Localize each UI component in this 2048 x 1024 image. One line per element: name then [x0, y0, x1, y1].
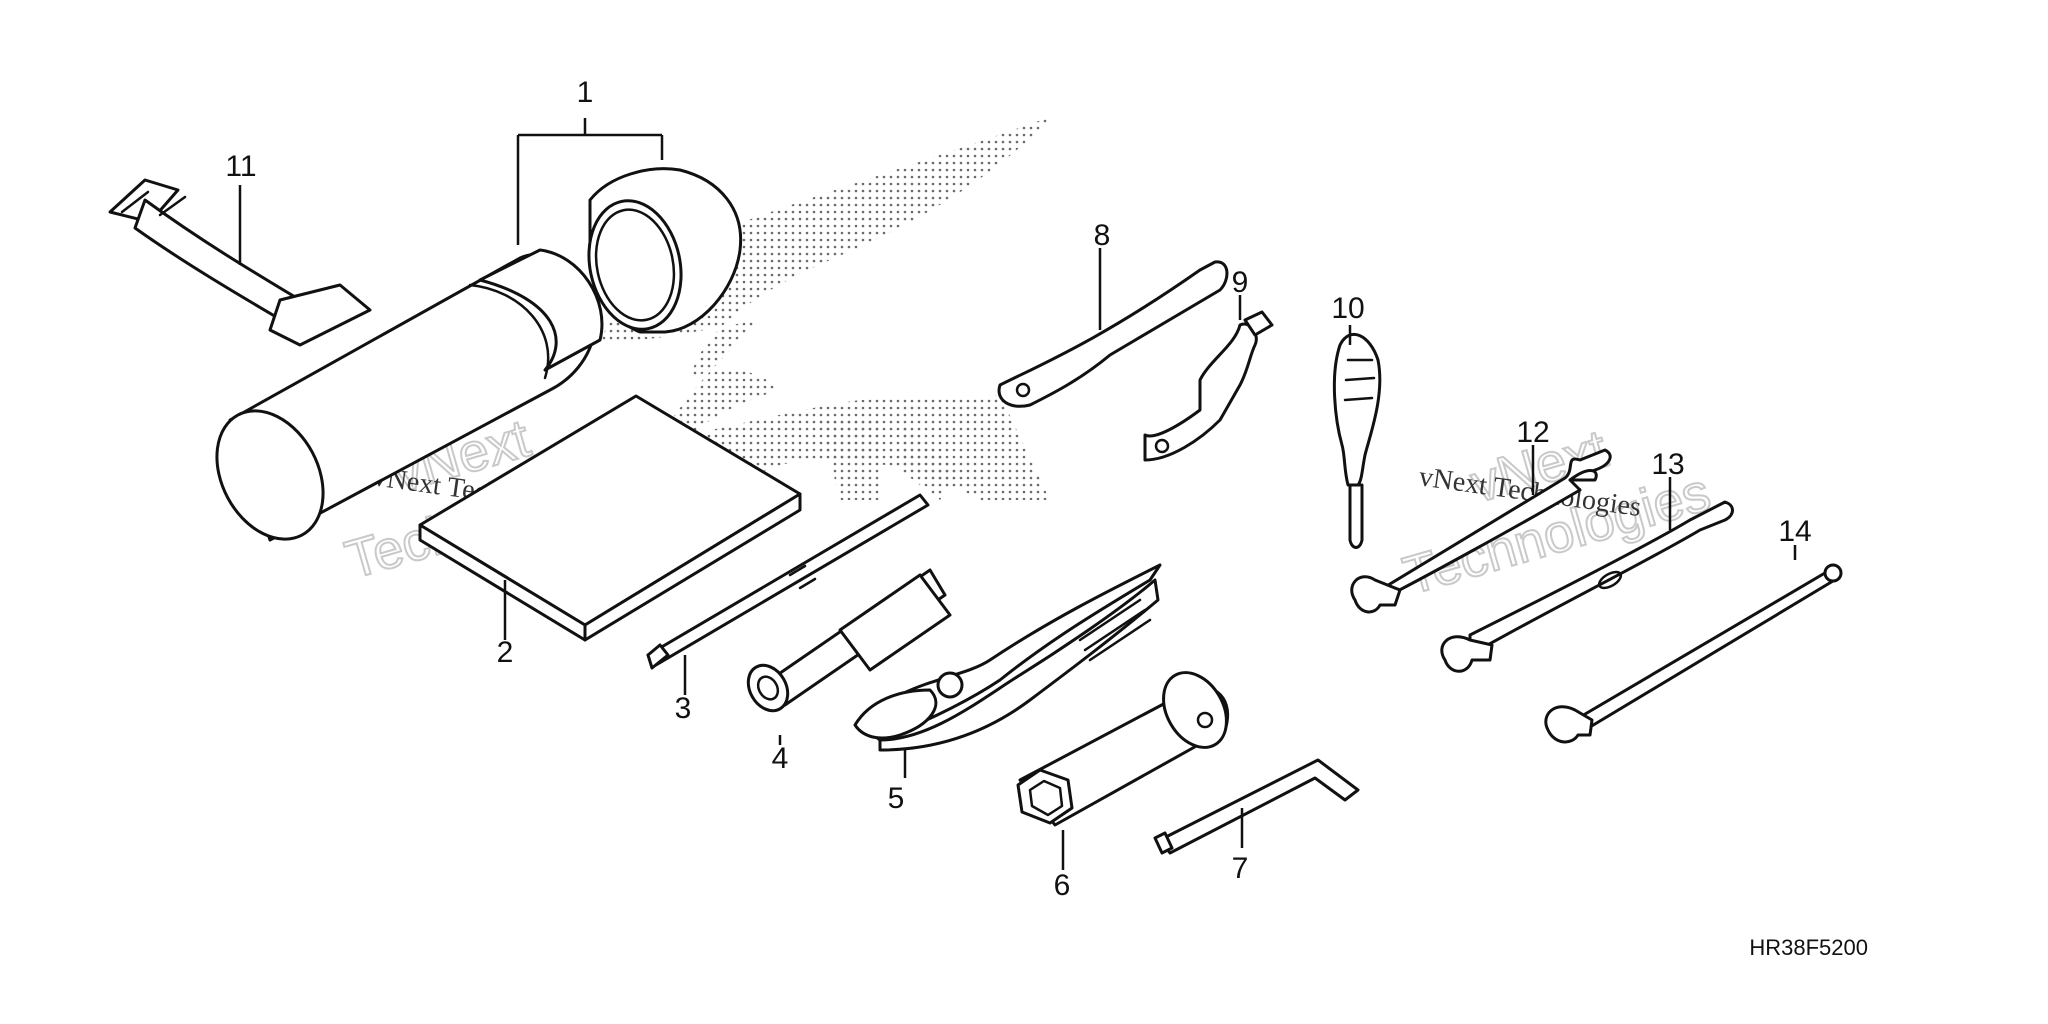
- callout-11: 11: [225, 150, 256, 183]
- strap-part: [108, 178, 372, 347]
- callout-8: 8: [1094, 219, 1111, 252]
- tool-case-part: [215, 248, 604, 542]
- callout-13: 13: [1651, 448, 1684, 481]
- pin-spanner-part: [997, 260, 1229, 408]
- callout-12: 12: [1516, 416, 1549, 449]
- leader-lines: [238, 118, 1797, 870]
- hex-key-part: [1153, 758, 1360, 855]
- spark-plug-wrench-part: [1016, 671, 1230, 827]
- manual-part: [418, 394, 802, 642]
- callout-5: 5: [888, 782, 905, 815]
- callout-1: 1: [577, 76, 594, 109]
- callout-labels: 1 2 3 4 5 6 7 8 9 10 11 12 13 14: [225, 76, 1811, 902]
- callout-6: 6: [1054, 869, 1071, 902]
- pliers-part: [853, 563, 1162, 752]
- screwdriver-bit-part: [646, 493, 930, 670]
- callout-2: 2: [497, 636, 514, 669]
- brand-wing-halftone: [600, 115, 1055, 500]
- wrench-13-part: [1440, 500, 1734, 673]
- diagram-code: HR38F5200: [1749, 935, 1868, 960]
- callout-9: 9: [1232, 266, 1249, 299]
- wrench-14-part: [1544, 563, 1843, 744]
- wrench-12-part: [1350, 448, 1612, 614]
- screwdriver-part: [1332, 332, 1382, 549]
- callout-14: 14: [1778, 515, 1811, 548]
- callout-4: 4: [772, 742, 789, 775]
- callout-3: 3: [675, 692, 692, 725]
- tool-case-cap-part: [587, 167, 743, 334]
- callout-10: 10: [1331, 292, 1364, 325]
- hook-wrench-part: [1143, 310, 1274, 462]
- callout-7: 7: [1232, 852, 1249, 885]
- screwdriver-handle-part: [746, 568, 952, 713]
